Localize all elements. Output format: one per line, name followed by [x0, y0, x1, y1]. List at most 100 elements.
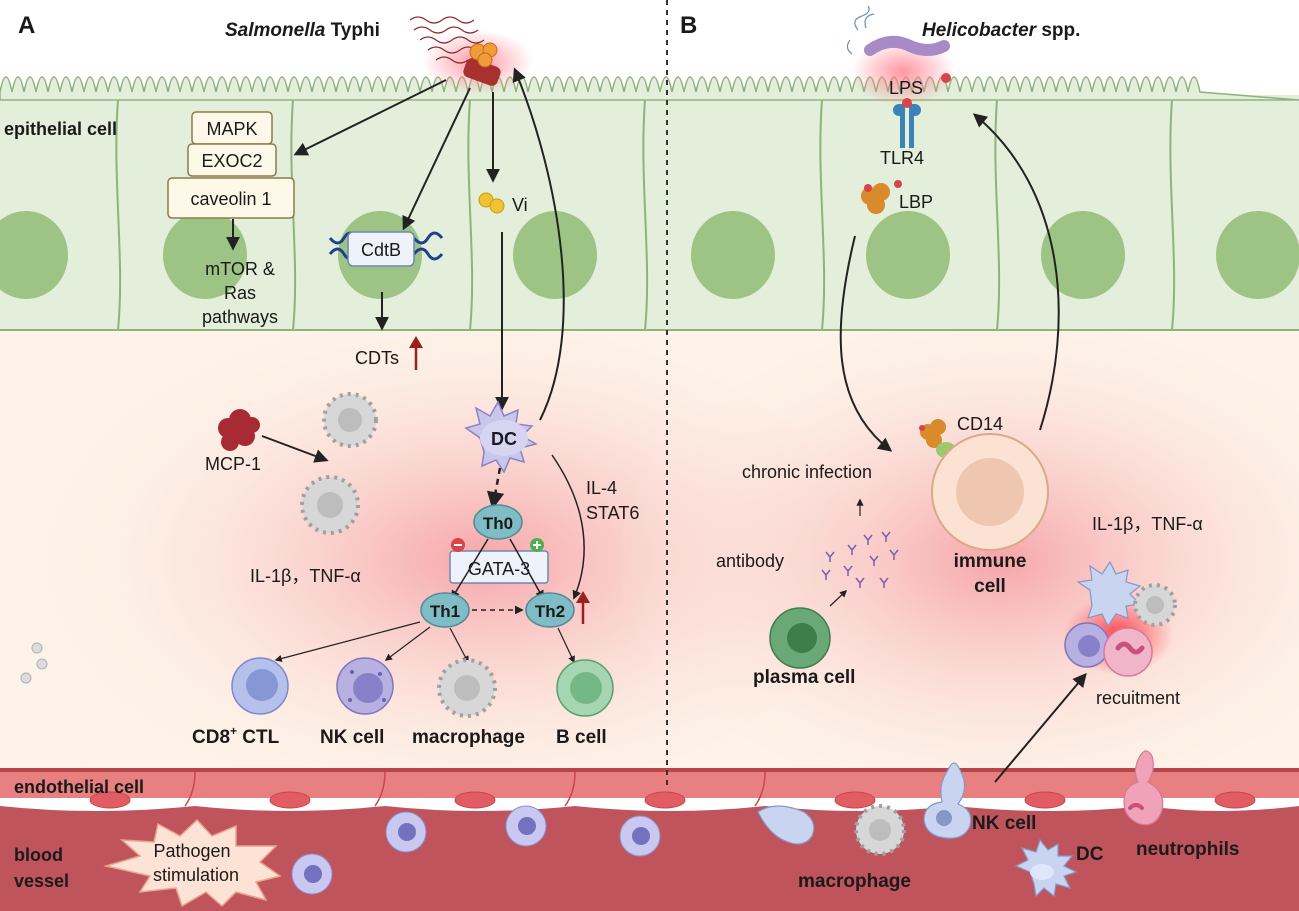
blood-leukocyte-icon-1 [291, 853, 333, 895]
panel-b-letter: B [680, 12, 697, 39]
neutrophil-extravasating-icon [1123, 750, 1164, 826]
macrophage-icon-effector [437, 658, 497, 718]
cdtb-box: CdtB [328, 231, 444, 267]
th2-up-arrow-icon [576, 591, 590, 624]
mcp1-label: MCP-1 [205, 454, 261, 474]
th0-to-th1-arrow [451, 538, 489, 600]
nk-cell-label-a: NK cell [320, 727, 384, 748]
neutrophils-label: neutrophils [1136, 839, 1239, 860]
immune-cell-label-1: immune [954, 551, 1027, 572]
recruitment-arrow [994, 672, 1087, 783]
helicobacter-title: Helicobacter spp. [922, 20, 1080, 41]
minus-sign-icon [451, 538, 465, 552]
th0-cell [473, 504, 523, 540]
mcp1-icon [218, 409, 260, 451]
lps-label: LPS [889, 78, 923, 98]
cdts-label: CDTs [355, 348, 399, 368]
neutrophil-icon-recruited [1103, 627, 1153, 677]
dendritic-cell-icon [464, 400, 538, 474]
salmonella-bacteria-icon [409, 16, 533, 94]
mcp1-to-macrophage-arrow [261, 435, 329, 463]
pathogen-stimulation-line2: stimulation [153, 865, 239, 885]
dc-label: DC [491, 429, 517, 449]
gata3-box: GATA-3 [449, 550, 549, 584]
immune-cell-label-2: cell [974, 576, 1006, 597]
dc-icon-vessel [1014, 838, 1078, 898]
cd8-ctl-cell-icon [231, 657, 289, 715]
mtor-label-line1: mTOR & [205, 259, 275, 279]
th1-to-nk-arrow [384, 626, 431, 661]
mtor-label-line2: Ras [224, 283, 256, 303]
nk-cell-icon-a [336, 657, 394, 715]
macrophage-icon-lower [300, 475, 360, 535]
nk-cell-icon-recruited [1064, 622, 1110, 668]
il4-label: IL-4 [586, 478, 617, 498]
svg-text:CdtB: CdtB [361, 240, 401, 260]
helicobacter-species: spp. [1036, 20, 1080, 41]
plasma-to-antibody-arrow [829, 590, 848, 607]
pathogen-stimulation-burst [103, 818, 282, 908]
th0-to-th2-arrow [509, 538, 544, 600]
cd14-receptor-icon [919, 419, 956, 458]
lbp-to-immune-arrow [839, 235, 893, 452]
helicobacter-bacteria-icon [846, 5, 955, 106]
tlr4-receptor-icon [893, 98, 921, 148]
nk-cell-extravasating-icon [923, 762, 972, 839]
recruited-cells-cluster [1063, 560, 1177, 677]
cdts-up-arrow-icon [409, 336, 423, 370]
th1-label: Th1 [430, 602, 460, 621]
exoc2-box: EXOC2 [187, 143, 277, 177]
panel-a-letter: A [18, 12, 35, 39]
th1-to-macrophage-arrow [449, 627, 469, 664]
salmonella-title: Salmonella Typhi [225, 20, 380, 41]
cytokines-label-b: IL-1β，TNF-α [1092, 514, 1203, 534]
nk-cell-label-b: NK cell [972, 813, 1036, 834]
cytokines-label-a: IL-1β，TNF-α [250, 566, 361, 586]
dc-label-b: DC [1076, 844, 1104, 865]
plasma-cell-icon [769, 607, 831, 669]
th0-label: Th0 [483, 514, 513, 533]
vi-label: Vi [512, 195, 528, 215]
helicobacter-genus: Helicobacter [922, 20, 1038, 41]
cd8-ctl-label: CD8+ CTL [192, 724, 280, 748]
caveolin-box: caveolin 1 [167, 177, 295, 219]
tlr4-label: TLR4 [880, 148, 924, 168]
th1-to-cd8-arrow [274, 621, 421, 663]
endothelial-cell-label: endothelial cell [14, 777, 144, 797]
lbp-label: LBP [899, 192, 933, 212]
antibody-label: antibody [716, 551, 784, 571]
plus-sign-icon [530, 538, 544, 552]
macrophage-icon-upper [322, 392, 378, 448]
particle-dots [20, 642, 48, 684]
macrophage-label-a: macrophage [412, 727, 525, 748]
blood-vessel-label-1: blood [14, 845, 63, 865]
svg-text:GATA-3: GATA-3 [468, 559, 530, 579]
vi-antigen-icon [478, 192, 505, 214]
macrophage-icon-recruited [1133, 583, 1177, 627]
salmonella-species: Typhi [325, 20, 380, 41]
blood-leukocyte-icon-4 [619, 815, 661, 857]
svg-text:MAPK: MAPK [206, 119, 257, 139]
lbp-icon [861, 180, 902, 214]
immune-to-lps-arrow [972, 113, 1060, 431]
salmonella-to-mapk-arrow [293, 79, 447, 156]
dc-to-salmonella-arrow [512, 67, 565, 421]
macrophage-icon-vessel [854, 804, 906, 856]
inflammation-glow-b [620, 320, 1299, 800]
cd14-label: CD14 [957, 414, 1003, 434]
recruitment-label: recuitment [1096, 688, 1180, 708]
th2-to-bcell-arrow [557, 627, 575, 664]
svg-text:EXOC2: EXOC2 [201, 151, 262, 171]
epithelial-cell-label: epithelial cell [4, 119, 117, 139]
salmonella-genus: Salmonella [225, 20, 326, 41]
stat6-label: STAT6 [586, 503, 639, 523]
mapk-box: MAPK [191, 111, 273, 145]
immune-cell-icon [931, 433, 1049, 551]
chronic-infection-label: chronic infection [742, 462, 872, 482]
b-cell-icon [556, 659, 614, 717]
antibody-icons [821, 531, 899, 588]
blood-vessel-label-2: vessel [14, 871, 69, 891]
pathogen-stimulation-line1: Pathogen [153, 841, 230, 861]
salmonella-to-cdtb-arrow [402, 87, 471, 231]
